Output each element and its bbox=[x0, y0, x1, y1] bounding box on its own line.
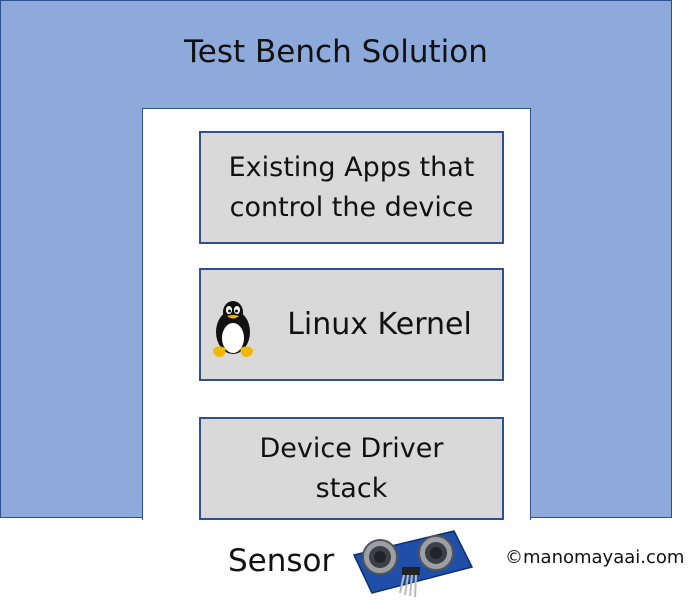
kernel-layer-label: Linux Kernel bbox=[287, 306, 472, 342]
driver-layer-box: Device Driver stack bbox=[199, 417, 504, 520]
apps-layer-box: Existing Apps that control the device bbox=[199, 131, 504, 244]
ultrasonic-sensor-icon bbox=[352, 530, 474, 598]
diagram-title: Test Bench Solution bbox=[184, 34, 488, 70]
driver-layer-label: Device Driver stack bbox=[259, 433, 444, 504]
copyright-text: ©manomayaai.com bbox=[505, 547, 685, 568]
kernel-layer-box: Linux Kernel bbox=[199, 268, 504, 381]
sensor-label: Sensor bbox=[228, 543, 335, 579]
apps-layer-label: Existing Apps that control the device bbox=[228, 152, 475, 223]
linux-tux-icon bbox=[213, 301, 253, 357]
